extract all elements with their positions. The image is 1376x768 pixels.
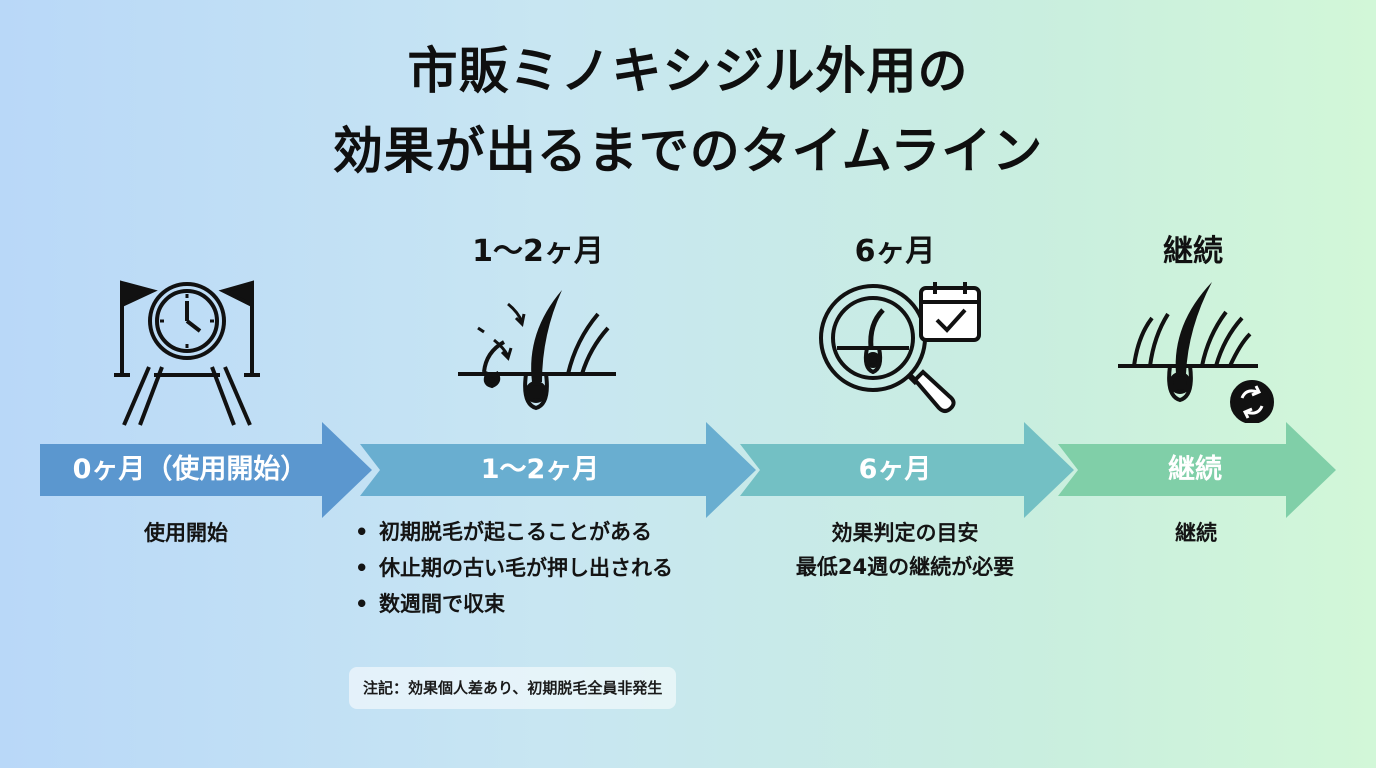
stage-3-description-line: 継続 bbox=[1175, 521, 1217, 545]
stage-1-bullet-list: 初期脱毛が起こることがある 休止期の古い毛が押し出される 数週間で収束 bbox=[355, 514, 673, 622]
timeline-arrow-0 bbox=[40, 422, 372, 518]
stage-0-description-line: 使用開始 bbox=[144, 521, 228, 545]
stage-1-bullet: 初期脱毛が起こることがある bbox=[355, 514, 673, 550]
title-line-2: 効果が出るまでのタイムライン bbox=[332, 122, 1044, 180]
hair-cycle-icon bbox=[1118, 282, 1274, 423]
arrow-label-2: 6ヶ月 bbox=[858, 454, 932, 485]
footnote: 注記：効果個人差あり、初期脱毛全員非発生 bbox=[349, 667, 677, 709]
stage-1-bullet: 休止期の古い毛が押し出される bbox=[355, 550, 673, 586]
timeline-arrow-3 bbox=[1058, 422, 1336, 518]
stage-1-bullet: 数週間で収束 bbox=[355, 586, 673, 622]
hair-shedding-icon bbox=[458, 290, 616, 411]
stage-2-description-line: 効果判定の目安 bbox=[831, 521, 979, 545]
stage-2-description: 効果判定の目安 最低24週の継続が必要 bbox=[760, 516, 1050, 584]
timeline-arrow-1 bbox=[360, 422, 756, 518]
stage-2-description-line: 最低24週の継続が必要 bbox=[795, 555, 1015, 579]
stage-heading-1: 1〜2ヶ月 bbox=[472, 234, 604, 269]
arrow-label-3: 継続 bbox=[1168, 454, 1222, 485]
title-line-1: 市販ミノキシジル外用の bbox=[407, 42, 969, 100]
clock-flags-icon bbox=[114, 280, 260, 426]
stage-heading-2: 6ヶ月 bbox=[854, 234, 936, 269]
arrow-label-1: 1〜2ヶ月 bbox=[480, 454, 600, 485]
timeline-arrow-2 bbox=[740, 422, 1074, 518]
stage-0-description: 使用開始 bbox=[86, 516, 286, 550]
magnifier-calendar-icon bbox=[819, 282, 981, 413]
stage-heading-3: 継続 bbox=[1163, 234, 1223, 269]
arrow-label-0: 0ヶ月（使用開始） bbox=[72, 454, 308, 485]
stage-3-description: 継続 bbox=[1096, 516, 1296, 550]
